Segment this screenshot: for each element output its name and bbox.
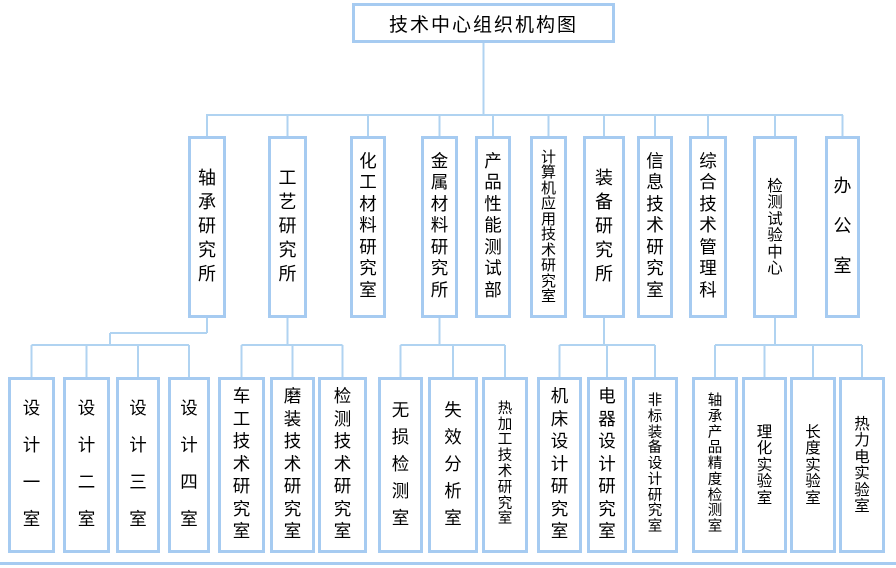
dept-box-bearing-research-institute: 轴承研究所	[188, 136, 226, 318]
dept-box-testing-experiment-center: 检测试验中心	[753, 136, 797, 318]
sub-dept-label: 热力电实验室	[854, 414, 870, 515]
sub-dept-box-turning-tech-lab: 车工技术研究室	[218, 377, 265, 553]
sub-dept-label: 无损检测室	[391, 400, 410, 529]
sub-dept-box-design-room-3: 设计三室	[116, 377, 160, 553]
sub-dept-label: 设计二室	[77, 399, 96, 530]
dept-label: 工艺研究所	[278, 168, 297, 285]
dept-label: 装备研究所	[595, 168, 613, 285]
dept-label: 综合技术管理科	[699, 151, 717, 301]
sub-dept-box-inspection-tech-lab: 检测技术研究室	[318, 377, 367, 553]
sub-dept-box-failure-analysis-room: 失效分析室	[428, 377, 478, 553]
sub-dept-box-bearing-precision-testing-room: 轴承产品精度检测室	[692, 377, 738, 553]
sub-dept-label: 检测技术研究室	[333, 387, 352, 543]
sub-dept-label: 轴承产品精度检测室	[707, 392, 723, 536]
sub-dept-box-thermal-electric-lab: 热力电实验室	[839, 377, 885, 553]
dept-label: 金属材料研究所	[430, 151, 449, 301]
chart-title-box: 技术中心组织机构图	[352, 3, 615, 43]
dept-box-information-technology-lab: 信息技术研究室	[637, 136, 673, 318]
sub-dept-label: 电器设计研究室	[598, 387, 616, 543]
sub-dept-label: 理化实验室	[756, 422, 773, 507]
sub-dept-box-physico-chemical-lab: 理化实验室	[742, 377, 787, 553]
connector-bearing-group	[30, 318, 208, 378]
sub-dept-label: 失效分析室	[444, 400, 462, 529]
dept-label: 办公室	[833, 176, 852, 277]
connector-testing-center-group	[714, 318, 863, 378]
dept-box-equipment-research-institute: 装备研究所	[583, 136, 625, 318]
sub-dept-label: 设计三室	[129, 399, 147, 530]
sub-dept-label: 非标装备设计研究室	[647, 392, 663, 536]
sub-dept-box-nonstandard-equipment-design-lab: 非标装备设计研究室	[632, 377, 678, 553]
connector-metal-materials-group	[399, 318, 506, 378]
sub-dept-label: 设计一室	[22, 399, 41, 530]
dept-box-office: 办公室	[825, 136, 860, 318]
sub-dept-box-design-room-4: 设计四室	[168, 377, 210, 553]
frame-bottom-edge	[0, 562, 896, 565]
dept-box-computer-application-tech-lab: 计算机应用技术研究室	[530, 136, 567, 318]
dept-label: 化工材料研究室	[359, 151, 377, 301]
dept-label: 计算机应用技术研究室	[540, 147, 556, 305]
connector-equipment-group	[558, 318, 656, 378]
sub-dept-label: 机床设计研究室	[550, 387, 569, 543]
sub-dept-box-length-lab: 长度实验室	[790, 377, 836, 553]
dept-label: 信息技术研究室	[646, 151, 664, 301]
dept-box-metal-materials-institute: 金属材料研究所	[421, 136, 458, 318]
dept-box-chemical-materials-lab: 化工材料研究室	[350, 136, 386, 318]
sub-dept-label: 设计四室	[180, 399, 198, 530]
connector-root-to-departments	[206, 43, 844, 138]
dept-label: 产品性能测试部	[484, 151, 502, 301]
dept-label: 轴承研究所	[198, 168, 216, 285]
sub-dept-label: 车工技术研究室	[232, 387, 251, 543]
dept-box-product-performance-testing: 产品性能测试部	[475, 136, 511, 318]
sub-dept-box-nondestructive-testing-room: 无损检测室	[378, 377, 423, 553]
dept-box-comprehensive-tech-management: 综合技术管理科	[689, 136, 727, 318]
sub-dept-box-grinding-assembly-tech-lab: 磨装技术研究室	[270, 377, 315, 553]
sub-dept-box-design-room-1: 设计一室	[8, 377, 55, 553]
connector-process-group	[240, 318, 344, 378]
sub-dept-box-machine-tool-design-lab: 机床设计研究室	[537, 377, 582, 553]
chart-title: 技术中心组织机构图	[388, 13, 578, 36]
sub-dept-box-electrical-design-lab: 电器设计研究室	[587, 377, 627, 553]
sub-dept-box-design-room-2: 设计二室	[63, 377, 110, 553]
dept-label: 检测试验中心	[767, 176, 783, 277]
sub-dept-label: 热加工技术研究室	[497, 400, 513, 528]
dept-box-process-research-institute: 工艺研究所	[268, 136, 307, 318]
sub-dept-label: 磨装技术研究室	[283, 387, 302, 543]
sub-dept-box-hot-processing-tech-lab: 热加工技术研究室	[482, 377, 528, 553]
sub-dept-label: 长度实验室	[805, 422, 821, 507]
